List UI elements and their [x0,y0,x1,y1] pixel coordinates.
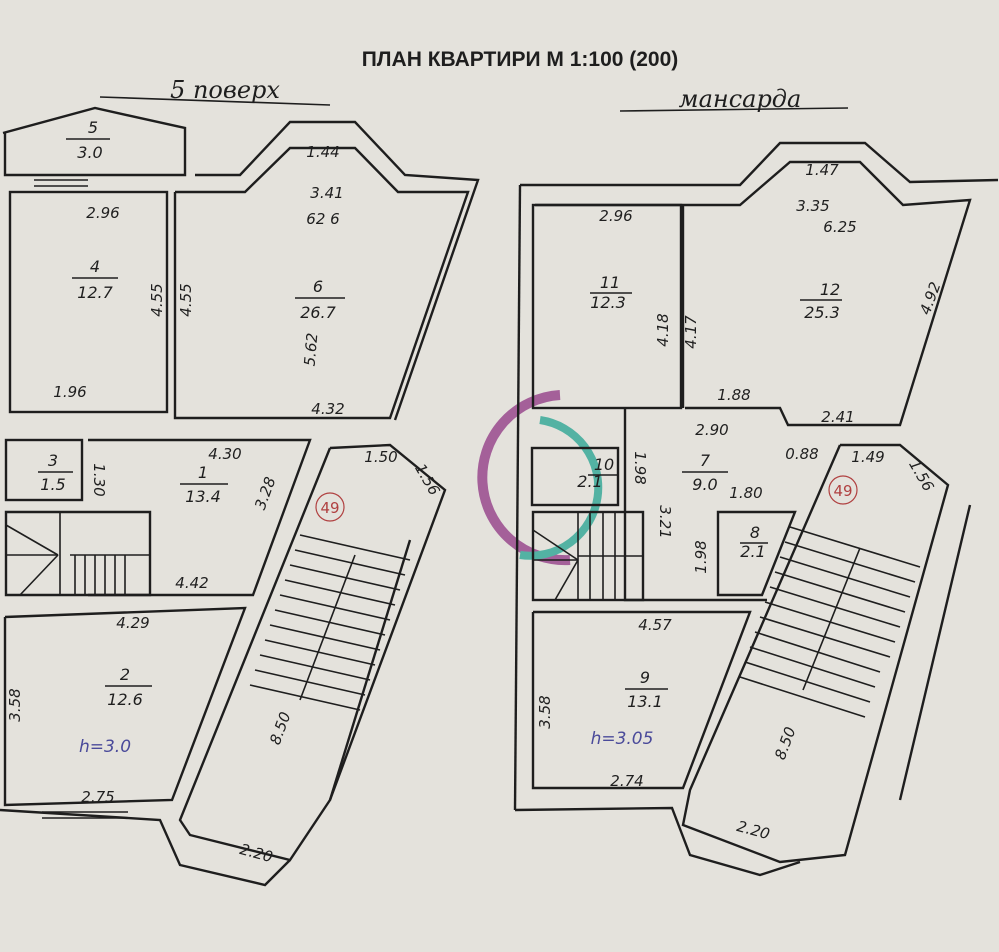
room-area: 3.0 [77,143,102,162]
room-area: 9.0 [692,475,717,494]
dimension-label: 2.20 [238,840,275,866]
dimension-label: 1.96 [53,383,86,401]
room-9: 913.1 [625,668,668,711]
dimension-label: 4.29 [116,614,149,632]
dimension-label: 1.49 [851,448,884,466]
room-number: 2 [120,665,130,684]
room-area: 2.1 [740,542,765,561]
dimension-label: 8.50 [771,725,799,763]
dimension-label: 6.25 [823,218,856,236]
room-12: 12 25.3 [800,280,842,322]
room-number: 6 [313,277,323,296]
room-area: 2.1 [577,472,602,491]
dimension-label: 4.18 [654,313,672,346]
plan-title: ПЛАН КВАРТИРИ М 1:100 (200) [362,48,679,71]
room-area: 13.1 [627,692,663,711]
room-5: 53.0 [66,118,110,162]
room-area: 25.3 [804,303,840,322]
room-number: 8 [750,523,760,542]
dimension-label: 2.75 [81,788,114,806]
dimension-label: 1.56 [411,461,443,499]
dimension-label: 62 6 [306,210,339,228]
room-number: 11 [600,273,620,292]
dimension-label: 2.90 [695,421,728,439]
dimension-label: 8.50 [266,710,294,748]
room-number: 10 [594,455,614,474]
dimension-label: 1.98 [692,540,710,573]
room-number: 7 [700,451,711,470]
floor5-heading-underline [99,96,331,106]
dimension-label: 1.98 [631,451,649,484]
room-area: 12.3 [590,293,626,312]
dimension-label: 1.47 [805,161,839,179]
room-8: 82.1 [740,523,768,561]
room-4: 412.7 [72,257,118,302]
dimension-label: 4.17 [682,315,700,349]
dimension-label: 5.62 [301,332,322,367]
dimension-label: 4.55 [148,283,166,316]
room-number: 4 [90,257,100,276]
attic-apartment-badge: 49 [828,475,858,505]
dimension-label: 3.21 [656,505,674,538]
room-10: 102.1 [577,455,618,491]
dimension-label: 4.42 [175,574,208,592]
attic-heading-underline [619,107,849,112]
dimension-label: 1.56 [905,457,937,495]
room-number: 1 [198,463,208,482]
dimension-label: 4.55 [177,283,195,316]
floor5-walls [0,106,480,887]
floor5-apartment-badge: 49 [315,492,345,522]
room-3: 31.5 [38,451,73,494]
floor5-dimensions: 1.44 3.41 62 6 2.96 4.55 4.55 5.62 1.96 … [6,143,443,866]
room-number: 9 [640,668,650,687]
room-1: 113.4 [180,463,228,506]
dimension-label: 1.88 [717,386,750,404]
attic-dimensions: 1.47 3.35 6.25 2.96 4.18 4.17 4.92 1.88 … [536,161,944,843]
apartment-number: 49 [320,499,339,517]
room-area: 12.7 [77,283,113,302]
dimension-label: 4.57 [638,616,672,634]
floor5-staircase [249,534,411,711]
dimension-label: 2.20 [735,817,772,843]
apartment-number: 49 [833,482,852,500]
room-number: 12 [820,280,840,299]
room-2: 212.6 [105,665,152,709]
dimension-label: 2.96 [86,204,119,222]
dimension-label: 1.80 [729,484,762,502]
room-7: 79.0 [682,451,728,494]
room-area: 26.7 [300,303,336,322]
room-area: 1.5 [40,475,65,494]
room-number: 5 [88,118,98,137]
dimension-label: 1.44 [306,143,339,161]
room-6: 626.7 [295,277,345,322]
floor5-rooms: 113.4 212.6 31.5 412.7 53.0 626.7 [38,118,345,709]
dimension-label: 4.32 [311,400,344,418]
dimension-label: 1.50 [364,448,397,466]
dimension-label: 2.74 [610,772,643,790]
dimension-label: 3.58 [536,695,554,728]
ceiling-height-note: h=3.05 [591,729,654,749]
room-area: 13.4 [185,487,221,506]
dimension-label: 3.41 [310,184,343,202]
room-area: 12.6 [107,690,143,709]
attic-walls [513,141,999,877]
ceiling-height-note: h=3.0 [79,737,131,757]
room-number: 3 [48,451,58,470]
dimension-label: 3.35 [796,197,829,215]
dimension-label: 2.41 [821,408,854,426]
dimension-label: 1.30 [90,463,108,496]
dimension-label: 0.88 [785,445,818,463]
attic-staircase [739,526,921,718]
dimension-label: 3.58 [6,688,24,721]
dimension-label: 2.96 [599,207,632,225]
dimension-label: 3.28 [251,475,279,513]
dimension-label: 4.30 [208,445,241,463]
